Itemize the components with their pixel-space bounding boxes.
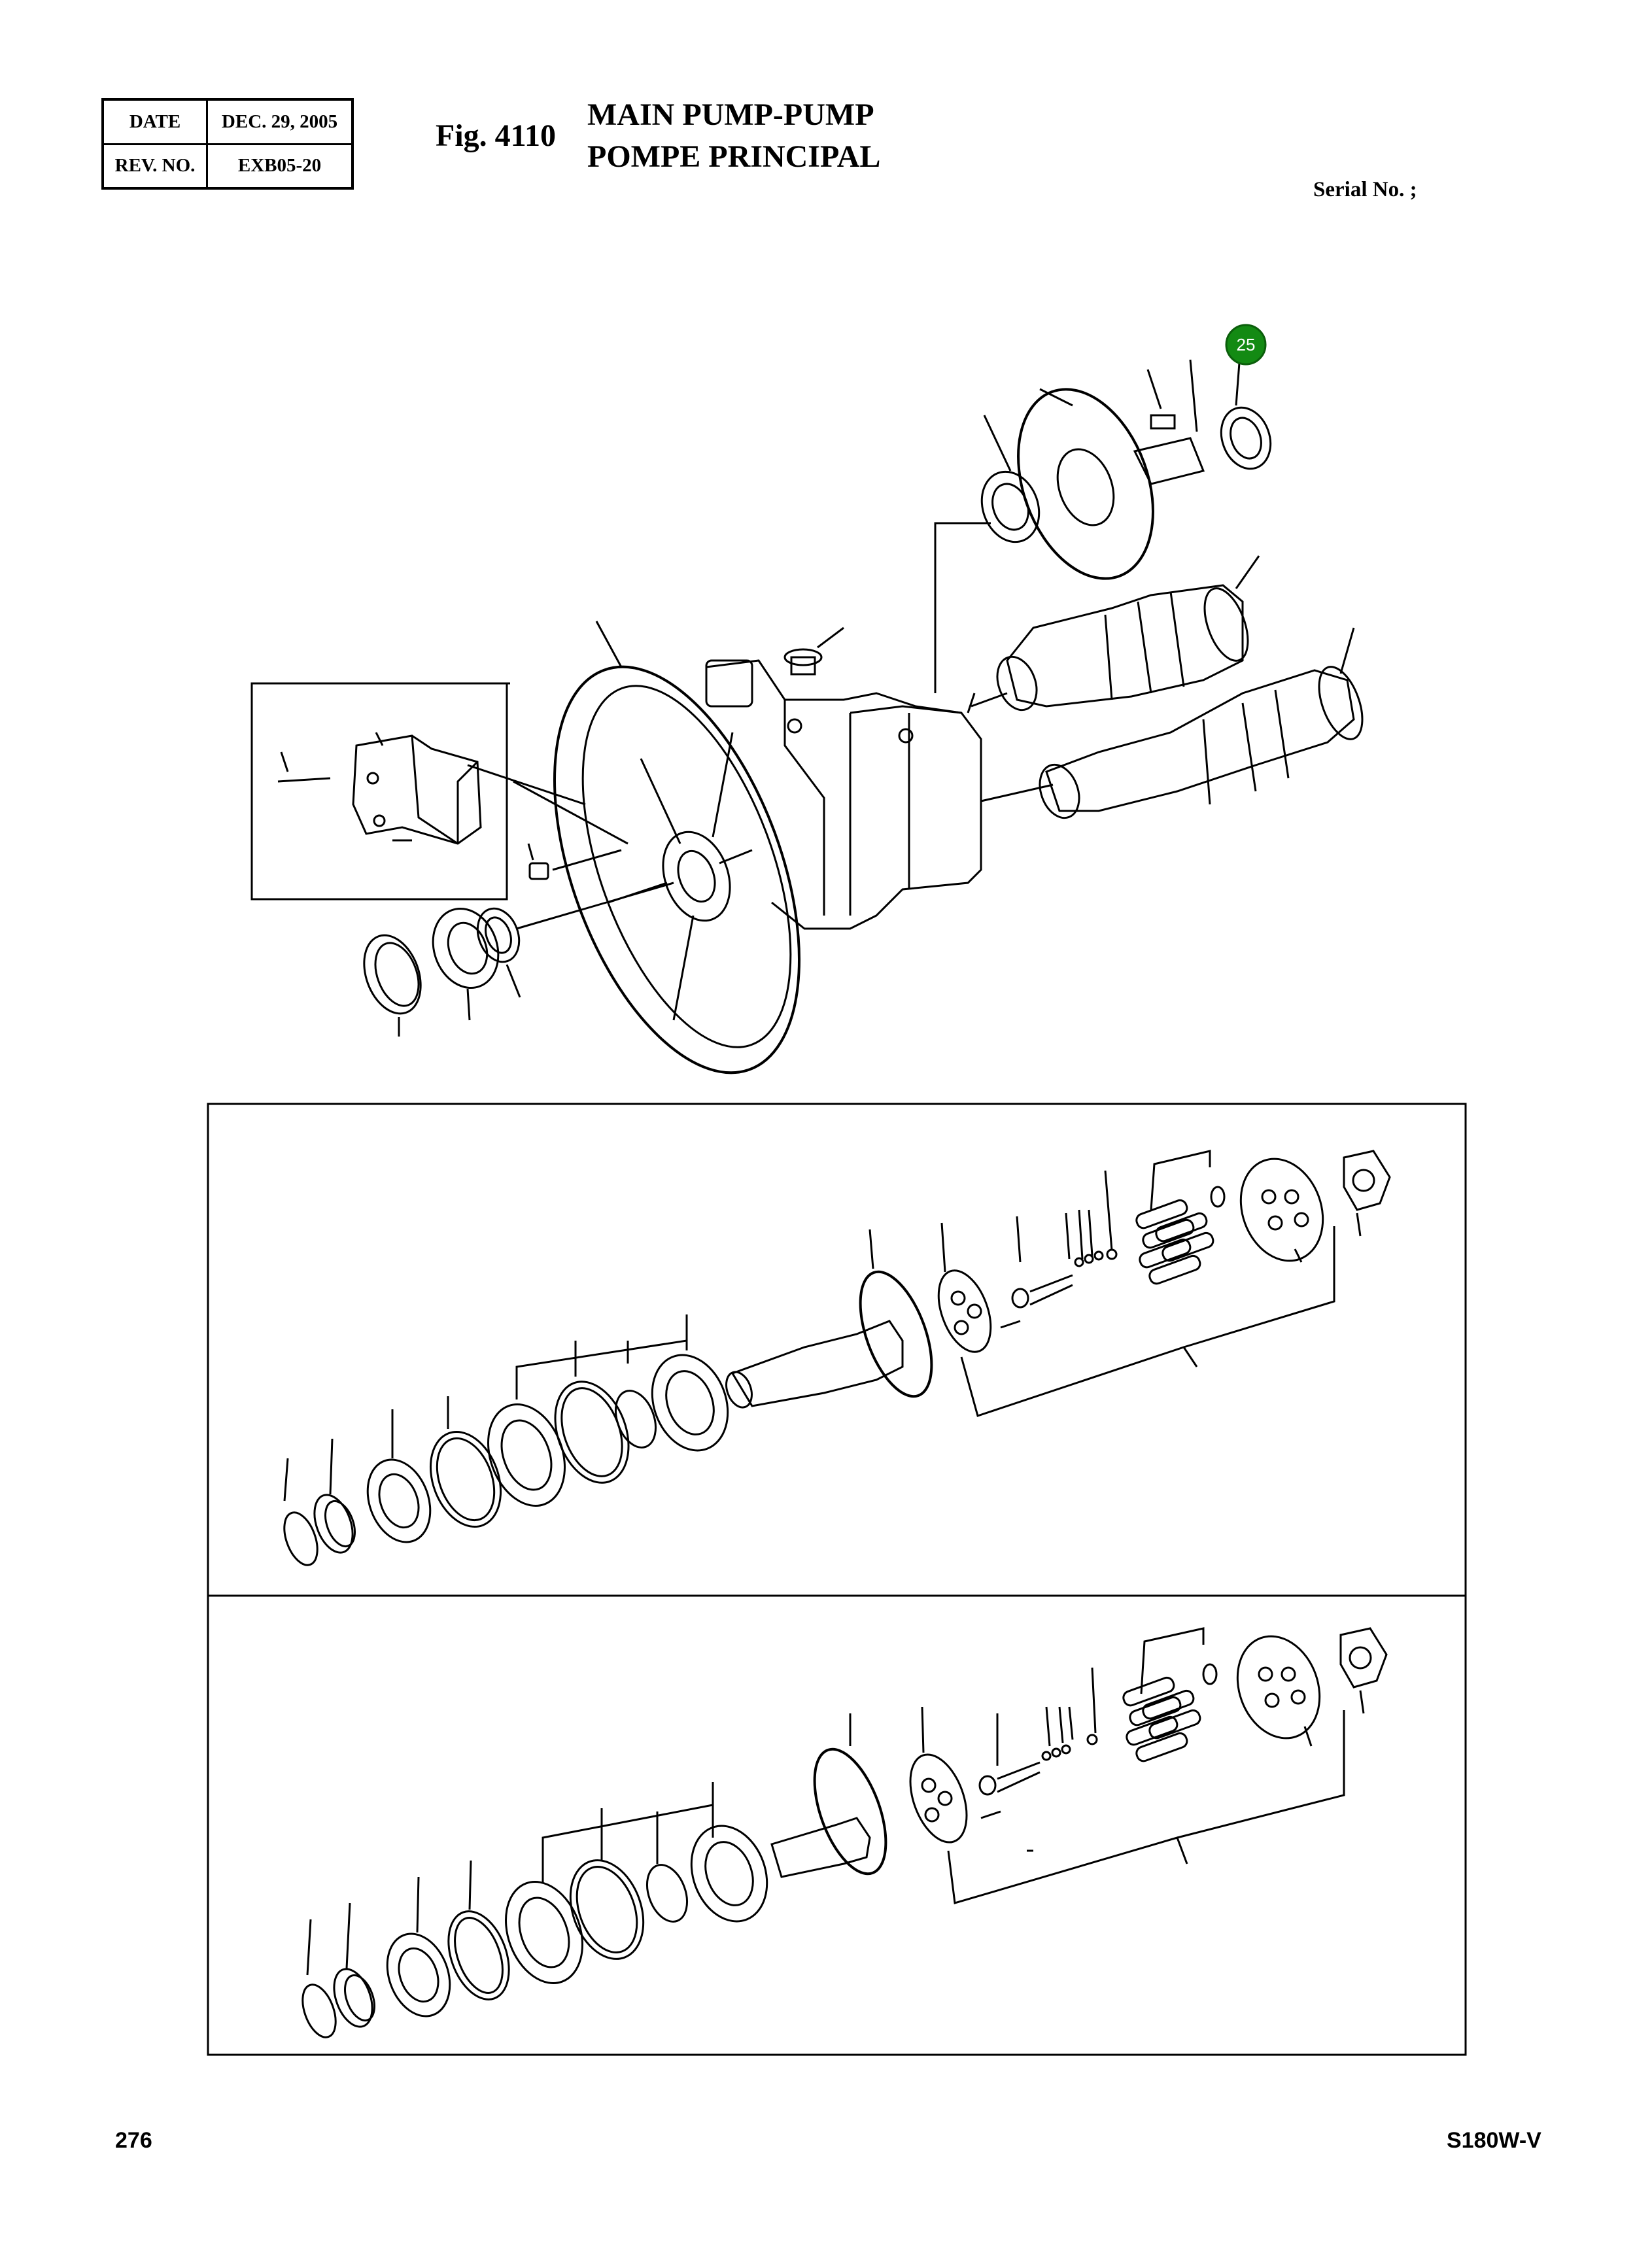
date-label: DATE (101, 98, 209, 145)
seal-and-snap-ring-group (363, 621, 674, 1037)
serial-number-label: Serial No. ; (1313, 178, 1417, 201)
model-number: S180W-V (1447, 2128, 1541, 2153)
revision-table: DATE DEC. 29, 2005 REV. NO. EXB05-20 (101, 98, 354, 190)
small-plug (527, 843, 622, 880)
drive-gear-group (934, 359, 1272, 693)
figure-title-english: MAIN PUMP-PUMP (587, 97, 874, 132)
figure-number: Fig. 4110 (436, 118, 557, 153)
middle-panel-parts (283, 1150, 1391, 1566)
rev-value: EXB05-20 (206, 143, 354, 190)
rotating-group-lower (967, 627, 1364, 819)
plug-fitting (783, 627, 844, 676)
callout-25[interactable]: 25 (1225, 324, 1267, 366)
callout-25-label: 25 (1237, 335, 1256, 354)
page-number: 276 (115, 2128, 152, 2153)
date-value: DEC. 29, 2005 (206, 98, 354, 145)
lower-panel-frame (207, 1594, 1467, 2056)
figure-title-french: POMPE PRINCIPAL (587, 139, 881, 174)
rotating-group-upper (996, 555, 1260, 712)
middle-panel-frame (207, 1103, 1467, 1597)
pump-housing-assembly (553, 659, 982, 1074)
lower-panel-parts (301, 1627, 1388, 2038)
regulator-inset (250, 682, 628, 901)
rev-label: REV. NO. (101, 143, 209, 190)
